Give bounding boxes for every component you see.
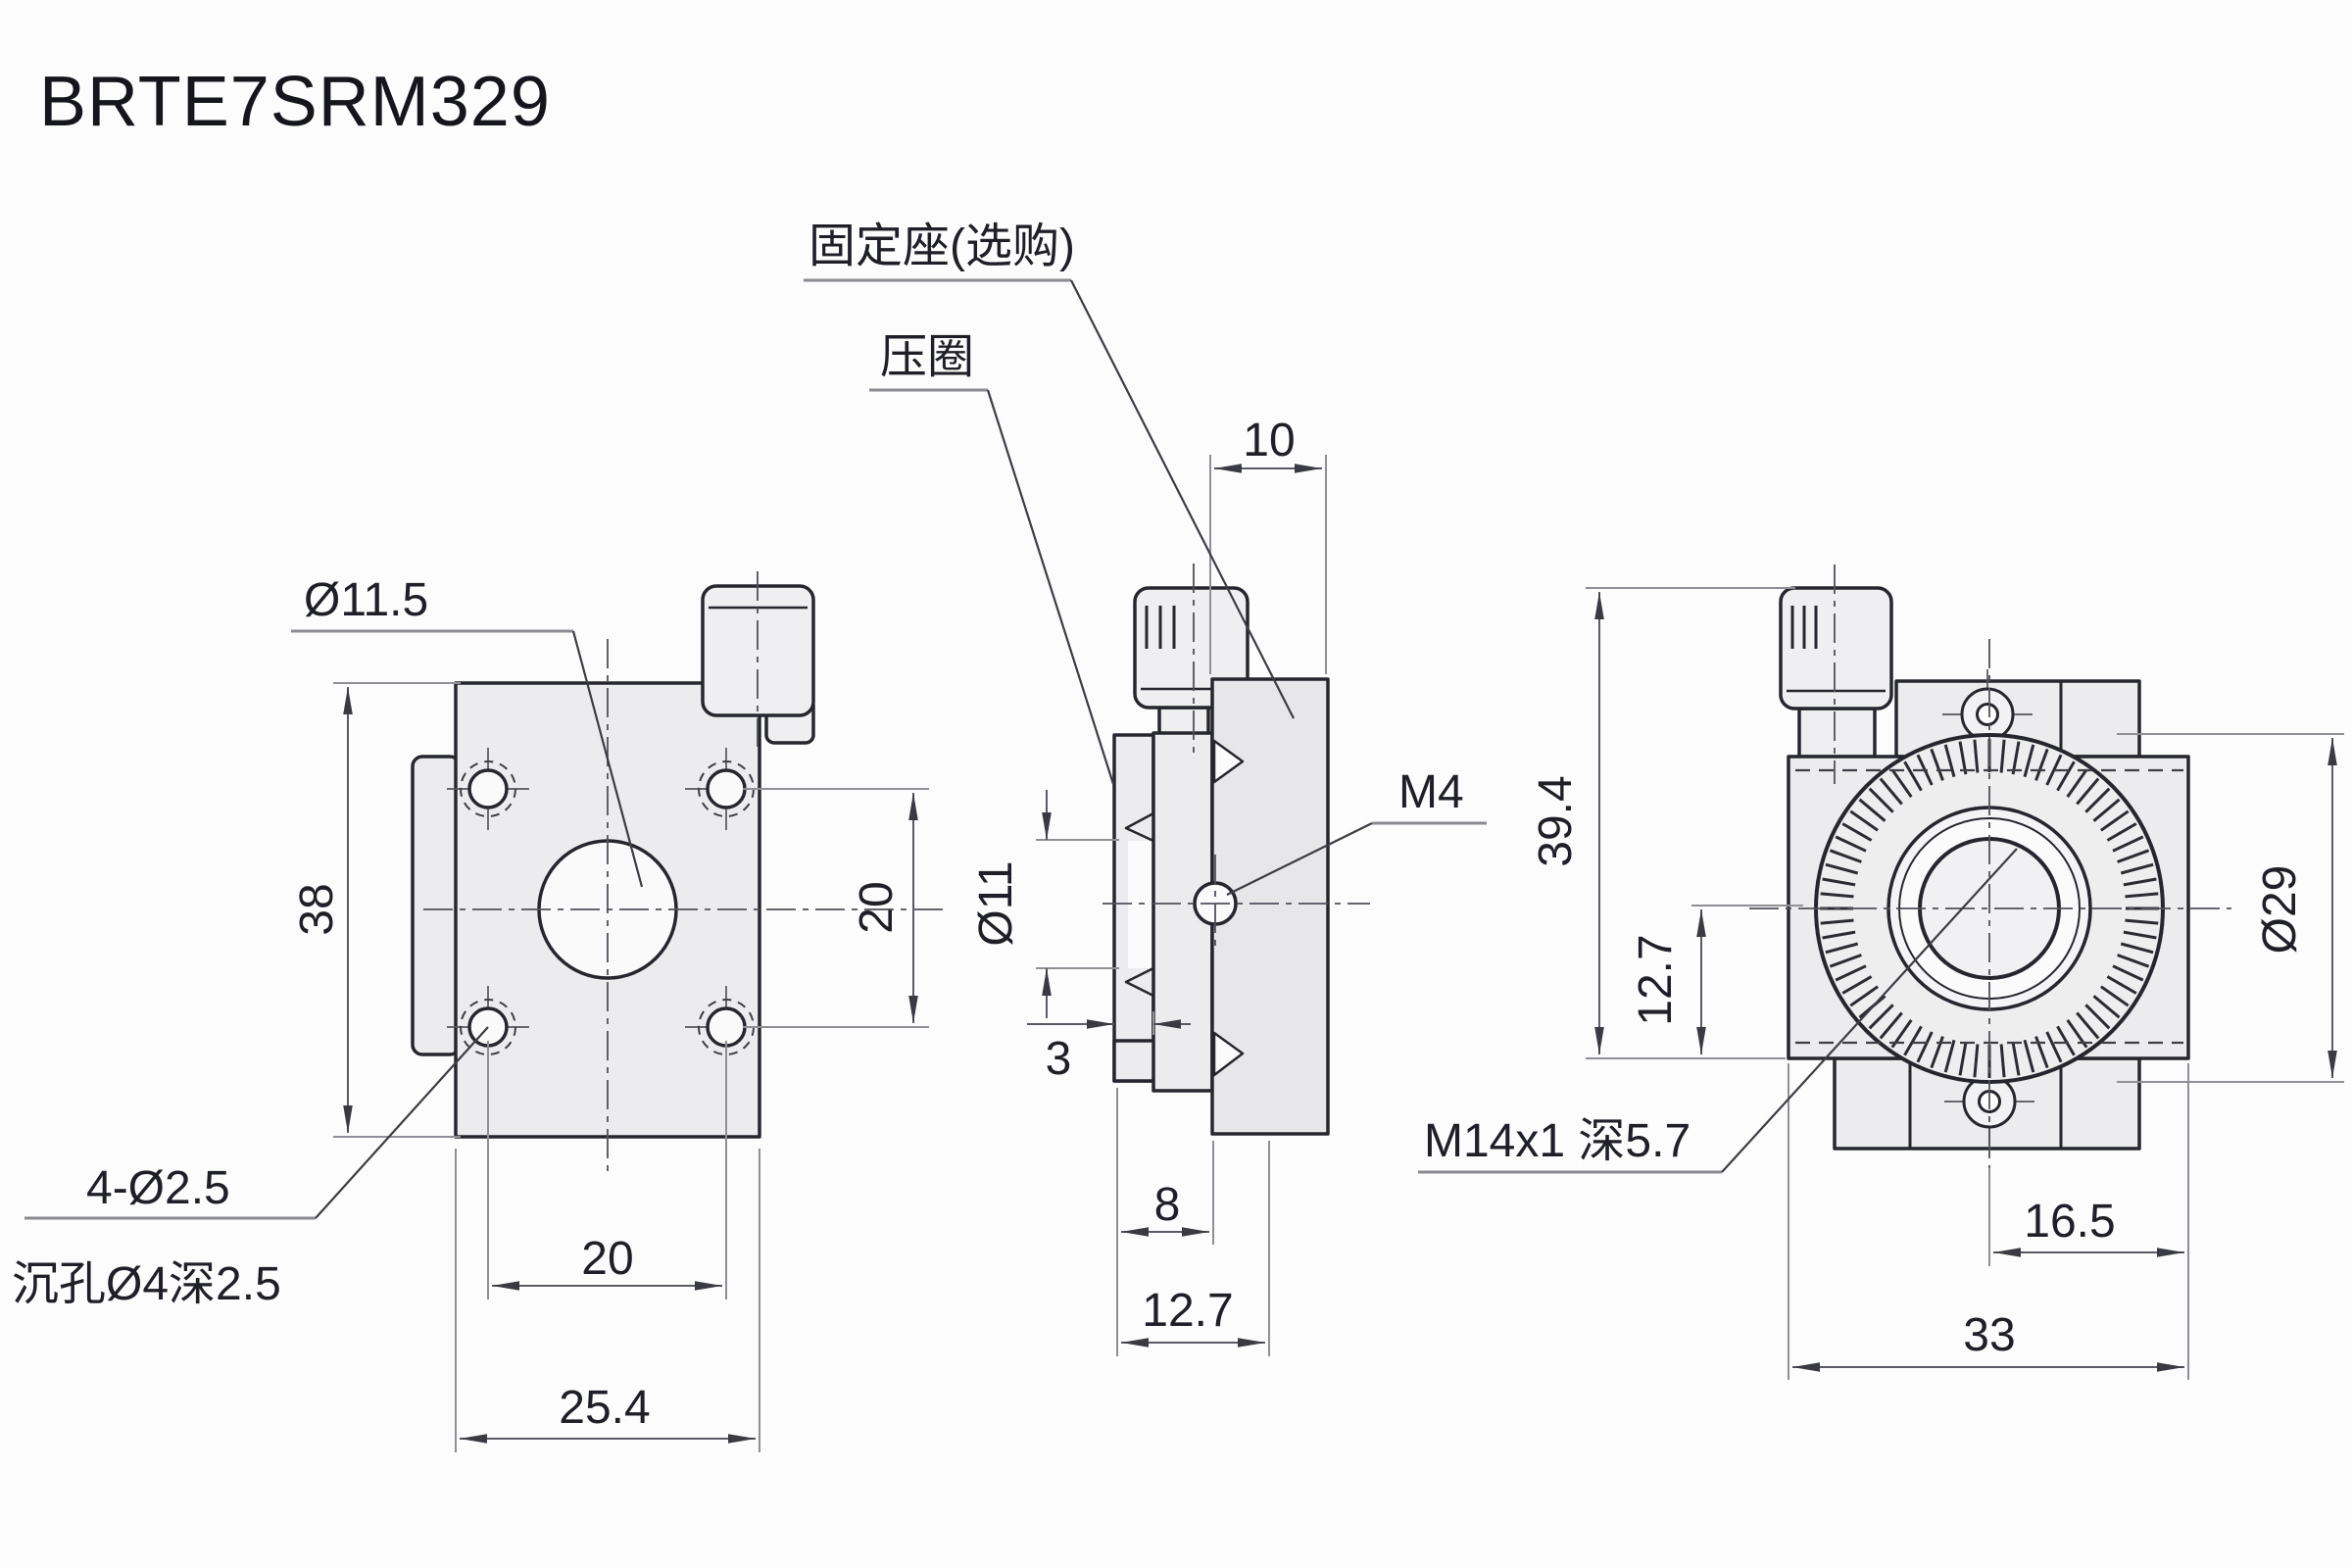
leader-center-hole (571, 630, 644, 888)
seat-notch-top (1212, 739, 1245, 784)
rear-knob-stem (1797, 707, 1877, 759)
dim-rear-dial: Ø29 (2254, 865, 2306, 955)
dim-side-bore: Ø11 (970, 860, 1022, 946)
leader-pressure-ring (986, 389, 1115, 785)
callout-center-hole: Ø11.5 (304, 574, 428, 626)
dim-front-width: 25.4 (559, 1382, 650, 1434)
callout-pressure-ring: 压圈 (880, 331, 974, 383)
leader-side-thread (1226, 822, 1373, 896)
dim-seat-width: 10 (1243, 415, 1295, 466)
drawing-title: BRTE7SRM329 (39, 63, 551, 141)
callout-mount-thread: M14x1 深5.7 (1424, 1115, 1690, 1167)
leader-mount-thread (1721, 848, 2018, 1173)
side-bore-slot (1128, 841, 1153, 968)
side-view: 10 Ø11 3 8 12.7 固定座(选购) 压圈 M4 (804, 220, 1487, 1356)
dim-rear-height: 39.4 (1530, 775, 1582, 866)
dim-front-pitch-h: 20 (581, 1233, 633, 1285)
corner-hole-top-left (447, 748, 529, 830)
dim-side-depth: 12.7 (1142, 1285, 1233, 1337)
callout-corner-holes: 4-Ø2.5 (86, 1162, 230, 1214)
callout-counterbore: 沉孔Ø4深2.5 (12, 1258, 281, 1310)
dim-side-body: 8 (1154, 1179, 1181, 1231)
seat-notch-bottom (1212, 1031, 1245, 1077)
dim-front-height: 38 (291, 883, 343, 935)
rear-knob (1779, 586, 1893, 710)
callout-fixing-seat: 固定座(选购) (808, 220, 1075, 272)
leader-corner-holes (315, 1026, 489, 1219)
dim-rear-width: 33 (1963, 1309, 2015, 1361)
dim-front-pitch-v: 20 (851, 881, 903, 933)
dim-rear-center-edge: 16.5 (2024, 1196, 2115, 1248)
front-view: 38 20 20 25.4 Ø11.5 4-Ø2.5 沉孔Ø4深2.5 (12, 571, 943, 1452)
rear-view: 39.4 12.7 Ø29 16.5 33 M14x1 深5.7 (1418, 564, 2344, 1380)
dim-rear-center-bottom: 12.7 (1630, 934, 1682, 1025)
front-view-side-tab (411, 755, 462, 1056)
callout-side-thread: M4 (1398, 766, 1464, 818)
leader-fixing-seat (1070, 279, 1295, 719)
dim-side-plate: 3 (1046, 1033, 1072, 1085)
